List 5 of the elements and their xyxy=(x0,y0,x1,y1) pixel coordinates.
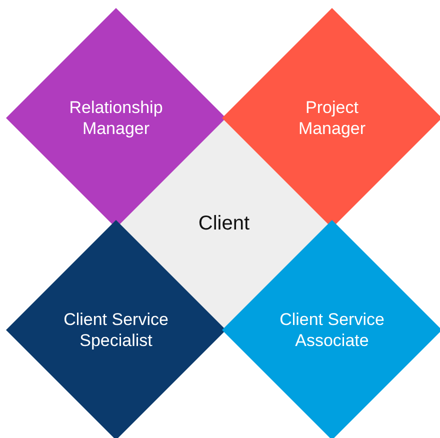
node-label: Relationship Manager xyxy=(68,97,164,139)
node-label: Client Service Specialist xyxy=(62,309,170,351)
node-label: Client xyxy=(197,214,251,234)
node-label: Client Service Associate xyxy=(278,309,386,351)
node-label: Project Manager xyxy=(297,97,367,139)
